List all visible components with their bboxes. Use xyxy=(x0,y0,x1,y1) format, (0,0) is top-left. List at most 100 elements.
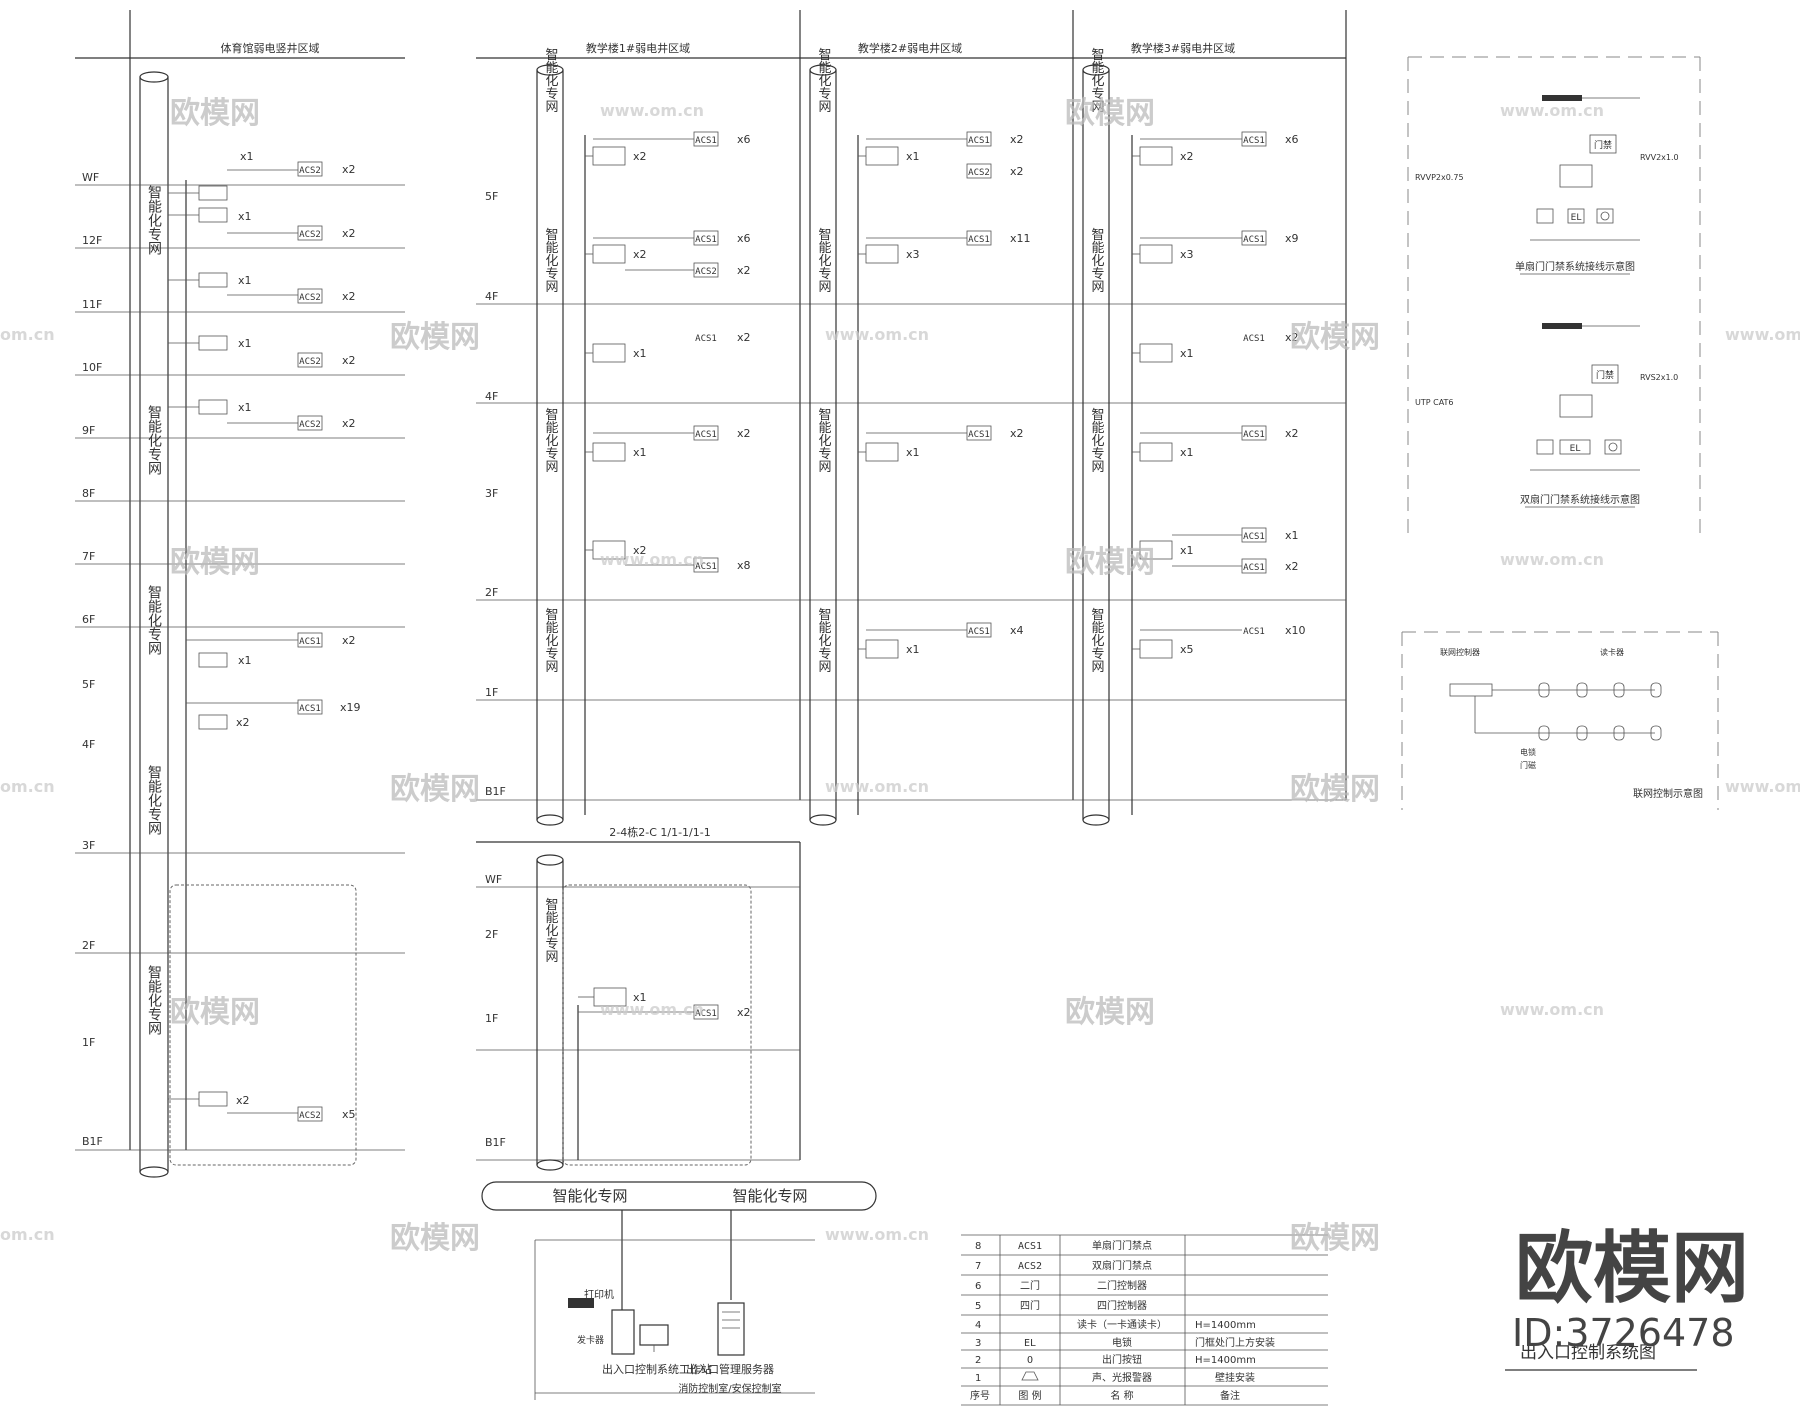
ctrl-qty: x1 xyxy=(238,337,252,350)
device-row: x1 ACS2 x2 xyxy=(168,335,356,368)
controller-box xyxy=(1559,394,1593,418)
ctrl-qty: x2 xyxy=(633,248,647,261)
network-label-vertical: 智能化专网 xyxy=(1089,228,1105,293)
watermark: om.cn xyxy=(0,325,55,344)
detail-title: 联网控制示意图 xyxy=(1633,787,1703,800)
acs-icon: ACS1 xyxy=(695,136,717,146)
acs-icon: ACS2 xyxy=(968,168,990,178)
panel2-devices: x1 ACS1 x2 ACS2 x2 x3 ACS1 x11 xyxy=(858,131,1031,659)
watermark: 欧模网 xyxy=(170,545,260,580)
ctrl-qty: x2 xyxy=(633,544,647,557)
acs-icon: ACS2 xyxy=(299,357,321,367)
watermark: 欧模网 xyxy=(390,772,480,807)
watermark: om.cn xyxy=(0,1225,55,1244)
acs-qty: x2 xyxy=(342,163,356,176)
ctrl-qty: x1 xyxy=(906,446,920,459)
acs-qty: x2 xyxy=(1285,560,1299,573)
device-row: x1 ACS1 x2 ACS2 x2 xyxy=(858,131,1024,179)
ctrl-qty: x1 xyxy=(633,991,647,1004)
legend-note: 壁挂安装 xyxy=(1215,1371,1255,1384)
device-row: x5 ACS1 x10 xyxy=(1132,624,1306,659)
panel1-devices: x2 ACS1 x6 x2 ACS1 x6 ACS2 x2 xyxy=(585,131,751,573)
lower-panel-title: 2-4栋2-C 1/1-1/1-1 xyxy=(609,825,710,839)
floor-label: 3F xyxy=(82,839,95,852)
left-panel-title: 体育馆弱电竖井区域 xyxy=(221,41,320,55)
floor-label: B1F xyxy=(485,785,506,798)
floor-label: 2F xyxy=(485,928,498,941)
panel-title: 教学楼1#弱电井区域 xyxy=(586,41,690,55)
ctrl-qty: x3 xyxy=(1180,248,1194,261)
left-panel: 体育馆弱电竖井区域 WF 12F 11F 10F 9F 8F xyxy=(75,10,405,1178)
acs-icon: ACS1 xyxy=(1243,136,1265,146)
server-icon xyxy=(717,1302,745,1356)
ctrl-qty: x1 xyxy=(1180,544,1194,557)
floor-label: 10F xyxy=(82,361,102,374)
acs-qty: x8 xyxy=(737,559,751,572)
device-row: x1 ACS2 x2 xyxy=(168,399,356,431)
floor-label: 9F xyxy=(82,424,95,437)
acs-icon: ACS2 xyxy=(299,230,321,240)
ctrl-qty: x3 xyxy=(906,248,920,261)
legend-note: H=1400mm xyxy=(1195,1355,1256,1366)
legend-name: 电锁 xyxy=(1112,1336,1132,1349)
control-room: 打印机 发卡器 出入口控制系统工作站 出入口管理服务器 消防控制室/安保控制室 xyxy=(535,1288,815,1395)
legend-header: 图 例 xyxy=(1018,1389,1041,1402)
network-label-vertical: 智能化专网 xyxy=(543,898,559,963)
network-label-vertical: 智能化专网 xyxy=(816,48,832,113)
watermark: 欧模网 xyxy=(1065,995,1155,1030)
device-row: x2 ACS1 x6 xyxy=(585,131,751,166)
acs-icon: ACS1 xyxy=(968,136,990,146)
floor-label: 5F xyxy=(82,678,95,691)
watermark: 欧模网 xyxy=(170,96,260,131)
ctrl-qty: x2 xyxy=(1180,150,1194,163)
acs-icon: ACS2 xyxy=(299,166,321,176)
bottom-bus: 智能化专网 智能化专网 xyxy=(481,1181,877,1400)
ctrl-qty: x1 xyxy=(906,643,920,656)
watermark: www.om.cn xyxy=(600,550,704,569)
acs-qty: x6 xyxy=(1285,133,1299,146)
floor-label: 5F xyxy=(485,190,498,203)
cable-label: RVVP2x0.75 xyxy=(1415,173,1464,182)
lower-panel: 2-4栋2-C 1/1-1/1-1 WF 2F 1F B1F 智能化专网 x1 … xyxy=(476,825,801,1171)
ctrl-qty: x1 xyxy=(633,446,647,459)
legend-icon: 四门 xyxy=(1020,1299,1040,1312)
device-row: x2 ACS2 x5 xyxy=(168,1091,356,1122)
watermark: www.om.cn xyxy=(1725,325,1800,344)
alarm-icon xyxy=(1021,1371,1039,1381)
ctrl-qty: x2 xyxy=(236,1094,250,1107)
ctrl-qty: x2 xyxy=(236,716,250,729)
network-label-vertical: 智能化专网 xyxy=(146,185,162,256)
legend-icon: EL xyxy=(1024,1338,1036,1349)
ctrl-qty: x1 xyxy=(1180,446,1194,459)
acs-icon: ACS1 xyxy=(695,1009,717,1019)
acs-icon: ACS1 xyxy=(968,430,990,440)
acs-qty: x2 xyxy=(342,227,356,240)
watermark: www.om.cn xyxy=(600,1000,704,1019)
watermark: 欧模网 xyxy=(1290,1221,1380,1256)
floor-label: 8F xyxy=(82,487,95,500)
legend-name: 出门按钮 xyxy=(1102,1353,1142,1366)
device-row: x1 ACS2 x2 xyxy=(168,207,356,241)
floor-label: WF xyxy=(82,171,99,184)
acs-icon: ACS1 xyxy=(1243,563,1265,573)
brand-logo: 欧模网 ID:3726478 xyxy=(1512,1224,1749,1355)
acs-qty: x2 xyxy=(737,1006,751,1019)
legend-name: 四门控制器 xyxy=(1097,1299,1147,1312)
floor-label: B1F xyxy=(485,1136,506,1149)
network-label-vertical: 智能化专网 xyxy=(1089,48,1105,113)
acs-icon: ACS1 xyxy=(1243,627,1265,637)
floor-label: 2F xyxy=(82,939,95,952)
mid-panels: 教学楼1#弱电井区域 教学楼2#弱电井区域 教学楼3#弱电井区域 5F 4F 4… xyxy=(476,10,1347,826)
legend-name: 双扇门门禁点 xyxy=(1092,1259,1152,1272)
acs-qty: x2 xyxy=(1285,427,1299,440)
watermark: 欧模网 xyxy=(170,995,260,1030)
device-row: x1 ACS1 x2 xyxy=(585,331,751,363)
acs-qty: x2 xyxy=(342,634,356,647)
ctrl-qty: x1 xyxy=(240,150,254,163)
legend-no: 3 xyxy=(975,1338,981,1349)
network-label-vertical: 智能化专网 xyxy=(543,608,559,673)
acs-icon: ACS1 xyxy=(1243,334,1265,344)
el-icon: EL xyxy=(1570,444,1581,454)
legend-icon: ACS1 xyxy=(1018,1241,1042,1252)
